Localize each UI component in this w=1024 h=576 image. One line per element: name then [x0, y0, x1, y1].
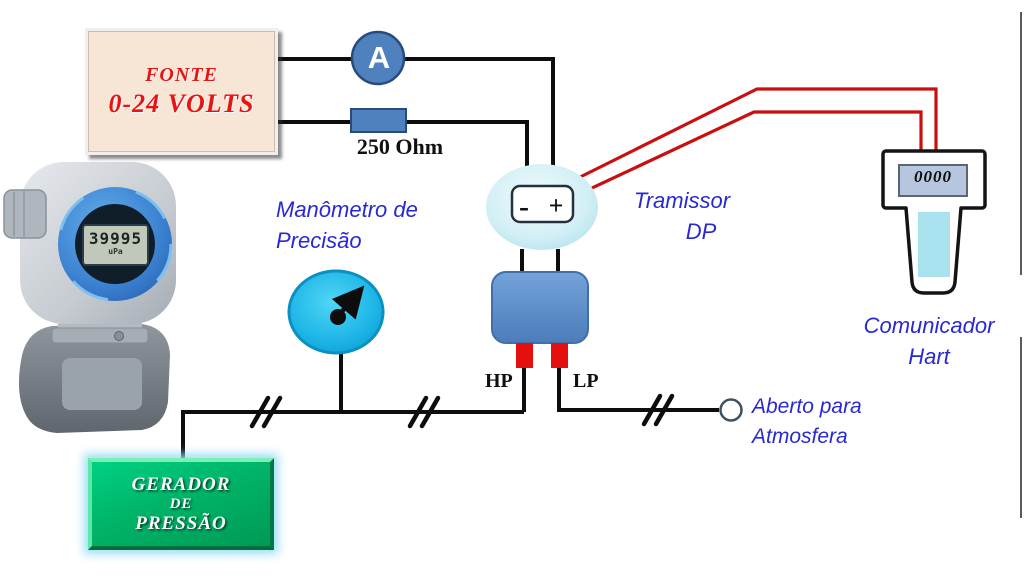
- hp-port-label: HP: [485, 370, 513, 392]
- lp-port-label: LP: [573, 370, 599, 392]
- manometer-label-line2: Precisão: [276, 228, 362, 253]
- atmosphere-label-line2: Atmosfera: [752, 425, 848, 448]
- manometer-label-line1: Manômetro de: [276, 197, 418, 222]
- break-mark: [407, 395, 429, 429]
- hart-wire-upper: [535, 87, 938, 201]
- transmitter-display-unit: uPa: [108, 247, 123, 256]
- generator-label-line1: GERADOR: [131, 473, 231, 495]
- ammeter-icon: [350, 30, 406, 86]
- hart-display-value: 0000: [914, 167, 952, 186]
- bezel-highlight: [57, 186, 173, 302]
- power-supply-range: 0-24 VOLTS: [108, 89, 255, 118]
- gauge-needle-hub: [330, 309, 346, 325]
- break-mark: [249, 395, 271, 429]
- atmosphere-label-line1: Aberto para: [752, 395, 862, 418]
- resistor-label: 250 Ohm: [356, 134, 444, 159]
- resistor-icon: [350, 108, 407, 133]
- dp-transmitter-label-line2: DP: [685, 219, 717, 244]
- hart-wire-lower: [559, 110, 923, 205]
- hart-communicator-label: Comunicador Hart: [849, 310, 1009, 372]
- terminal-plus: +: [548, 191, 564, 220]
- lp-process-port: [551, 343, 568, 368]
- dp-transmitter-label-line1: Tramissor: [633, 188, 731, 213]
- power-supply-title: FONTE: [145, 64, 218, 86]
- transmitter-photo: [3, 162, 176, 433]
- pipe-generator-to-hp: [181, 410, 524, 458]
- pressure-generator-box: GERADOR DE PRESSÃO: [88, 458, 274, 550]
- hart-display-screen: [898, 164, 968, 197]
- break-mark: [419, 395, 441, 429]
- break-mark: [653, 393, 675, 427]
- atmosphere-label: Aberto para Atmosfera: [752, 392, 862, 452]
- flange-cylinder: [62, 358, 142, 410]
- hart-wires: [535, 87, 938, 205]
- terminal-minus: -: [519, 190, 529, 223]
- terminal-block: [510, 184, 575, 224]
- manifold-body: [491, 271, 589, 344]
- hp-process-port: [516, 343, 533, 368]
- ammeter-label: A: [367, 40, 391, 75]
- pipe-break-marks: [249, 393, 675, 429]
- generator-label-line2: DE: [169, 495, 193, 512]
- transmitter-display-value: 39995: [88, 229, 143, 248]
- generator-label-line3: PRESSÃO: [135, 512, 227, 534]
- hart-label-line2: Hart: [908, 344, 950, 369]
- atmosphere-vent-icon: [719, 398, 743, 422]
- clamp-screw: [114, 331, 124, 341]
- break-mark: [641, 393, 663, 427]
- power-supply-box: FONTE 0-24 VOLTS: [85, 28, 278, 155]
- clamp-band: [51, 327, 149, 344]
- hart-keypad: [918, 212, 950, 277]
- lcd-panel: [82, 224, 149, 266]
- break-mark: [261, 395, 283, 429]
- hart-label-line1: Comunicador: [863, 313, 995, 338]
- manometer-label: Manômetro de Precisão: [276, 194, 418, 256]
- dp-transmitter-label: Tramissor DP: [617, 185, 747, 247]
